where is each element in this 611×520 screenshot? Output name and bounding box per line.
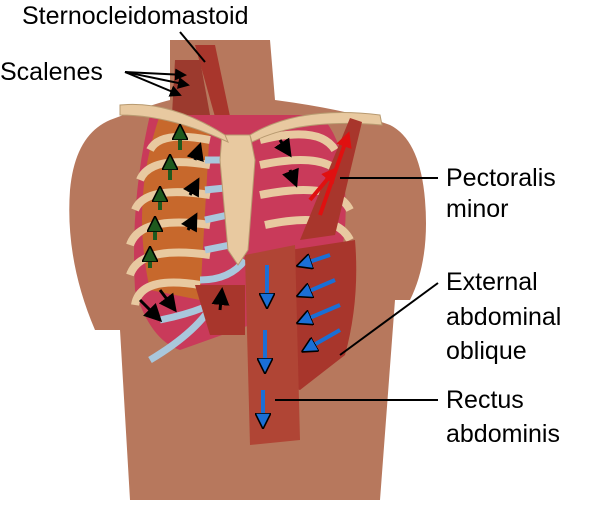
- label-sternocleidomastoid: Sternocleidomastoid: [22, 2, 249, 30]
- expiration-arrows: [263, 253, 341, 425]
- rectus-abdominis-muscle: [245, 245, 300, 445]
- label-external-oblique-line3: oblique: [446, 337, 527, 365]
- clavicles: [119, 103, 383, 144]
- leader-lines: [124, 31, 439, 401]
- label-pectoralis-minor-line2: minor: [446, 195, 509, 223]
- inspiration-arrows: [150, 128, 180, 268]
- label-rectus-abdominis-line2: abdominis: [446, 420, 560, 448]
- accessory-arrows: [138, 137, 299, 323]
- label-external-oblique-line1: External: [446, 268, 538, 296]
- label-scalenes: Scalenes: [0, 58, 103, 86]
- label-external-oblique-line2: abdominal: [446, 303, 562, 331]
- label-pectoralis-minor-line1: Pectoralis: [446, 164, 556, 192]
- pectoralis-arrows: [308, 131, 352, 216]
- label-rectus-abdominis-line1: Rectus: [446, 386, 524, 414]
